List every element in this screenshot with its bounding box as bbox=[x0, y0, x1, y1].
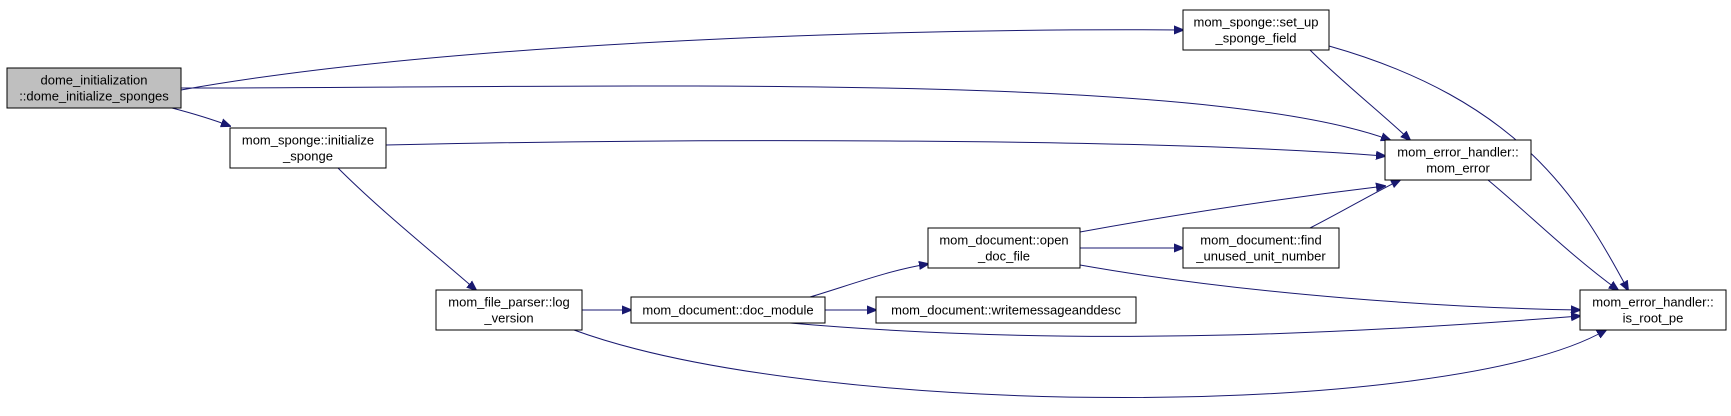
edge-open_doc-to-is_root_pe bbox=[1079, 264, 1580, 310]
node-box bbox=[1579, 289, 1727, 331]
edge-dome-to-set_up bbox=[180, 30, 1183, 91]
node-label: _doc_file bbox=[977, 249, 1030, 264]
node-box bbox=[630, 296, 826, 324]
node-log_version[interactable]: mom_file_parser::log_version bbox=[435, 289, 583, 331]
edge-set_up-to-is_root_pe bbox=[1328, 45, 1628, 290]
node-box bbox=[1384, 139, 1532, 181]
node-label: _sponge_field bbox=[1215, 31, 1297, 46]
node-find_unused[interactable]: mom_document::find_unused_unit_number bbox=[1182, 227, 1340, 269]
edge-doc_module-to-open_doc bbox=[809, 264, 928, 298]
node-is_root_pe[interactable]: mom_error_handler::is_root_pe bbox=[1579, 289, 1727, 331]
node-box bbox=[927, 227, 1081, 269]
node-label: mom_error_handler:: bbox=[1397, 145, 1518, 160]
node-box bbox=[229, 127, 387, 169]
node-doc_module[interactable]: mom_document::doc_module bbox=[630, 296, 826, 324]
edge-set_up-to-mom_error bbox=[1309, 49, 1410, 140]
node-box bbox=[435, 289, 583, 331]
edge-init_sponge-to-log_version bbox=[337, 167, 476, 290]
node-label: dome_initialization bbox=[41, 73, 148, 88]
node-box bbox=[1182, 227, 1340, 269]
node-label: mom_document::writemessageanddesc bbox=[891, 303, 1121, 318]
node-set_up[interactable]: mom_sponge::set_up_sponge_field bbox=[1182, 9, 1330, 51]
edge-log_version-to-is_root_pe bbox=[573, 330, 1606, 398]
edge-init_sponge-to-mom_error bbox=[385, 140, 1385, 156]
node-box bbox=[1182, 9, 1330, 51]
node-dome[interactable]: dome_initialization::dome_initialize_spo… bbox=[6, 67, 182, 109]
node-label: _version bbox=[483, 311, 533, 326]
node-open_doc[interactable]: mom_document::open_doc_file bbox=[927, 227, 1081, 269]
edges bbox=[171, 30, 1628, 398]
node-label: ::dome_initialize_sponges bbox=[19, 89, 169, 104]
edge-open_doc-to-mom_error bbox=[1079, 186, 1385, 233]
node-writemsg[interactable]: mom_document::writemessageanddesc bbox=[875, 296, 1137, 324]
node-label: mom_error_handler:: bbox=[1592, 295, 1713, 310]
node-label: mom_file_parser::log bbox=[448, 295, 569, 310]
edge-mom_error-to-is_root_pe bbox=[1487, 179, 1618, 290]
node-mom_error[interactable]: mom_error_handler::mom_error bbox=[1384, 139, 1532, 181]
node-label: is_root_pe bbox=[1623, 311, 1684, 326]
nodes: dome_initialization::dome_initialize_spo… bbox=[6, 9, 1727, 331]
node-label: mom_error bbox=[1426, 161, 1490, 176]
edge-find_unused-to-mom_error bbox=[1309, 180, 1400, 229]
edge-dome-to-init_sponge bbox=[171, 107, 230, 126]
node-init_sponge[interactable]: mom_sponge::initialize_sponge bbox=[229, 127, 387, 169]
node-label: mom_document::open bbox=[939, 233, 1068, 248]
node-box bbox=[875, 296, 1137, 324]
node-label: mom_document::doc_module bbox=[642, 303, 813, 318]
node-label: mom_document::find bbox=[1200, 233, 1321, 248]
edge-doc_module-to-is_root_pe bbox=[789, 316, 1580, 337]
edge-dome-to-mom_error bbox=[180, 85, 1390, 140]
node-box bbox=[6, 67, 182, 109]
node-label: _unused_unit_number bbox=[1195, 249, 1326, 264]
node-label: _sponge bbox=[282, 149, 333, 164]
node-label: mom_sponge::set_up bbox=[1193, 15, 1318, 30]
node-label: mom_sponge::initialize bbox=[242, 133, 374, 148]
